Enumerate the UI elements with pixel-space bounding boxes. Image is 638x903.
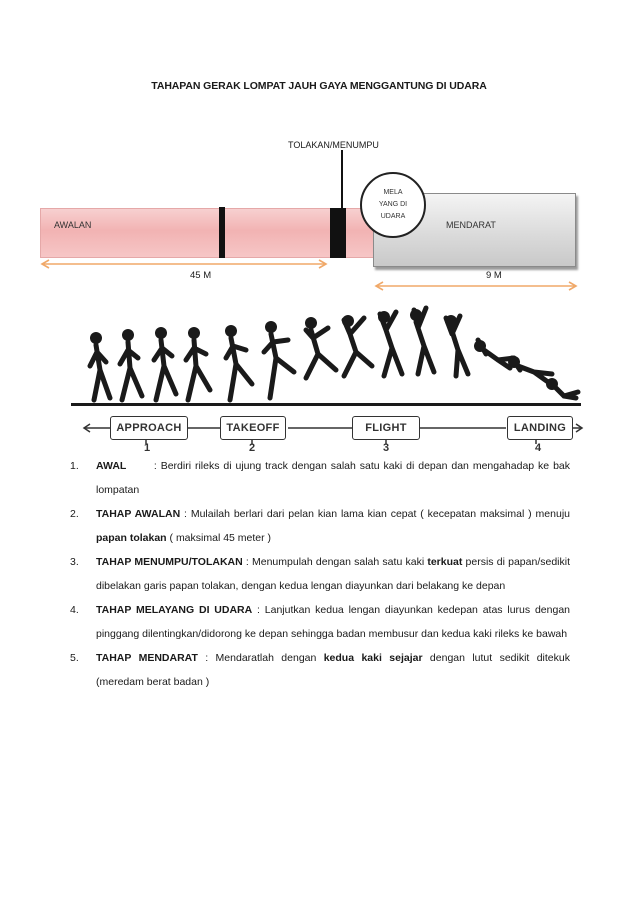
runway-marker	[219, 207, 225, 258]
list-number: 5.	[70, 652, 79, 664]
long-jump-sequence-illustration	[71, 305, 584, 444]
phase-approach: APPROACH	[110, 416, 188, 440]
list-item: 3. TAHAP MENUMPU/TOLAKAN : Menumpulah de…	[70, 550, 570, 598]
phase-flight: FLIGHT	[352, 416, 420, 440]
list-number: 4.	[70, 604, 79, 616]
steps-list: 1. AWAL : Berdiri rileks di ujung track …	[70, 454, 570, 694]
phase-number: 3	[383, 442, 390, 454]
step-text: ( maksimal 45 meter )	[166, 532, 272, 544]
step-text: : Menumpulah dengan salah satu kaki	[242, 556, 428, 568]
phase-number: 1	[144, 442, 151, 454]
step-text: persis di papan/sedikit dibelakan garis …	[96, 556, 571, 592]
distance-awalan: 45 M	[190, 270, 212, 281]
step-text: : Lanjutkan kedua lengan diayunkan kedep…	[96, 604, 570, 640]
step-text: dengan lutut sedikit ditekuk (meredam be…	[96, 652, 570, 688]
step-heading: TAHAP MELAYANG DI UDARA	[96, 604, 253, 616]
step-emphasis: kedua kaki sejajar	[323, 652, 423, 664]
phase-number: 2	[249, 442, 256, 454]
step-heading: TAHAP MENUMPU/TOLAKAN	[96, 556, 243, 568]
step-heading: AWAL	[96, 460, 127, 472]
step-emphasis: terkuat	[427, 556, 463, 568]
list-item: 1. AWAL : Berdiri rileks di ujung track …	[70, 454, 570, 502]
list-number: 2.	[70, 508, 79, 520]
list-item: 2. TAHAP AWALAN : Mulailah berlari dari …	[70, 502, 570, 550]
list-item: 4. TAHAP MELAYANG DI UDARA : Lanjutkan k…	[70, 598, 570, 646]
step-heading: TAHAP AWALAN	[96, 508, 181, 520]
mendarat-label: MENDARAT	[446, 220, 496, 230]
step-text: : Berdiri rileks di ujung track dengan s…	[96, 460, 570, 496]
phase-landing: LANDING	[507, 416, 573, 440]
awalan-label: AWALAN	[54, 220, 92, 230]
step-text: : Mendaratlah dengan	[197, 652, 324, 664]
step-text: : Mulailah berlari dari pelan kian lama …	[180, 508, 570, 520]
melayang-label: MELA YANG DI UDARA	[378, 189, 408, 220]
takeoff-board	[330, 208, 346, 258]
step-heading: TAHAP MENDARAT	[96, 652, 198, 664]
list-number: 1.	[70, 460, 79, 472]
awalan-runway	[40, 208, 375, 258]
step-emphasis: papan tolakan	[96, 532, 167, 544]
distance-arrows	[40, 259, 578, 291]
list-number: 3.	[70, 556, 79, 568]
phase-takeoff: TAKEOFF	[220, 416, 286, 440]
list-item: 5. TAHAP MENDARAT : Mendaratlah dengan k…	[70, 646, 570, 694]
page-title: TAHAPAN GERAK LOMPAT JAUH GAYA MENGGANTU…	[151, 80, 487, 92]
flight-phase-circle: MELA YANG DI UDARA	[360, 172, 426, 238]
phase-number: 4	[535, 442, 542, 454]
distance-mendarat: 9 M	[486, 270, 502, 281]
tolakan-label: TOLAKAN/MENUMPU	[288, 140, 379, 150]
